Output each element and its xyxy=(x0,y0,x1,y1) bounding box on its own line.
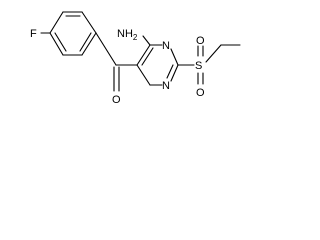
carbonyl-oxygen-label: O xyxy=(112,94,121,106)
bond-ring-b-n3-c2 xyxy=(170,48,179,66)
amine-nh-text: NH xyxy=(117,28,133,40)
bond-ring-b-c5-c4-double xyxy=(141,47,154,66)
bond-ring-a-5 xyxy=(49,32,64,56)
fluorine-label: F xyxy=(30,28,37,40)
fluorophenyl-ring xyxy=(49,11,97,56)
bond-s-ch2 xyxy=(205,44,222,63)
bond-ring-a-double-2 xyxy=(79,32,92,52)
bond-ring-b-c6-c5 xyxy=(136,64,151,86)
sulfonyl-group: S O O xyxy=(177,35,241,99)
bond-c4-n xyxy=(142,35,151,46)
bond-ring-b-c2-n1-double xyxy=(166,64,174,79)
sulfur-label: S xyxy=(195,60,202,72)
bond-ring-a-3 xyxy=(81,32,97,56)
carbonyl-group: O xyxy=(112,66,121,106)
amine-group: NH2 xyxy=(117,28,151,46)
pyrimidine-ring: N N xyxy=(136,40,179,92)
ring-nitrogen-upper-label: N xyxy=(162,40,170,52)
bond-ring-a-double-3 xyxy=(54,32,67,52)
bond-ring-a-6 xyxy=(49,11,64,34)
chemical-structure: F O N N NH2 S O xyxy=(30,11,241,106)
sulfonyl-oxygen-lower-label: O xyxy=(196,87,205,99)
sulfonyl-oxygen-upper-label: O xyxy=(196,35,205,47)
amine-subscript: 2 xyxy=(133,33,138,42)
bond-ring-b-c2-n1 xyxy=(170,64,179,82)
bond-aryl-carbonyl xyxy=(95,32,117,66)
ring-nitrogen-lower-label: N xyxy=(162,80,170,92)
bond-ring-b-c5-c4 xyxy=(136,44,151,66)
bond-ring-a-2 xyxy=(81,11,97,34)
amine-label: NH2 xyxy=(117,28,138,42)
